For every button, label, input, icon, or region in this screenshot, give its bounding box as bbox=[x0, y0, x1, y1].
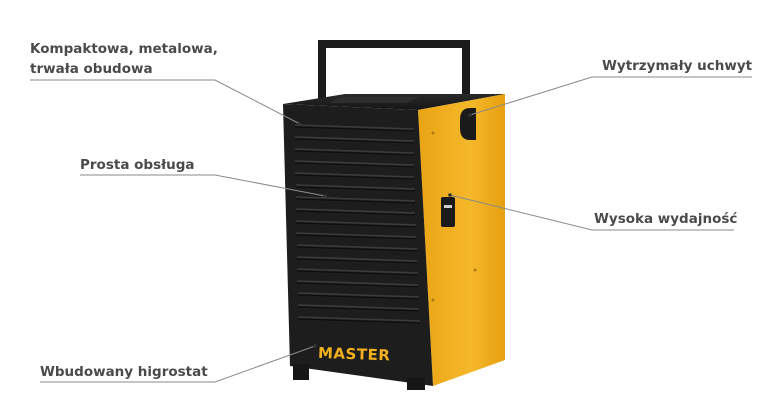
brand-logo: MASTER bbox=[318, 344, 391, 365]
side-panel bbox=[418, 94, 505, 386]
callout-operation-label: Prosta obsługa bbox=[80, 157, 195, 173]
callout-lines bbox=[30, 76, 752, 383]
callout-hygrostat-label: Wbudowany higrostat bbox=[40, 364, 208, 380]
handle bbox=[318, 40, 470, 104]
callout-handle-label: Wytrzymały uchwyt bbox=[602, 58, 753, 74]
callout-housing-label: Kompaktowa, metalowa, trwała obudowa bbox=[30, 41, 218, 77]
foot-left bbox=[293, 364, 309, 380]
louver-grille bbox=[294, 124, 421, 322]
callout-performance-label: Wysoka wydajność bbox=[594, 211, 738, 227]
control-badge bbox=[441, 197, 455, 227]
foot-right bbox=[407, 378, 425, 390]
